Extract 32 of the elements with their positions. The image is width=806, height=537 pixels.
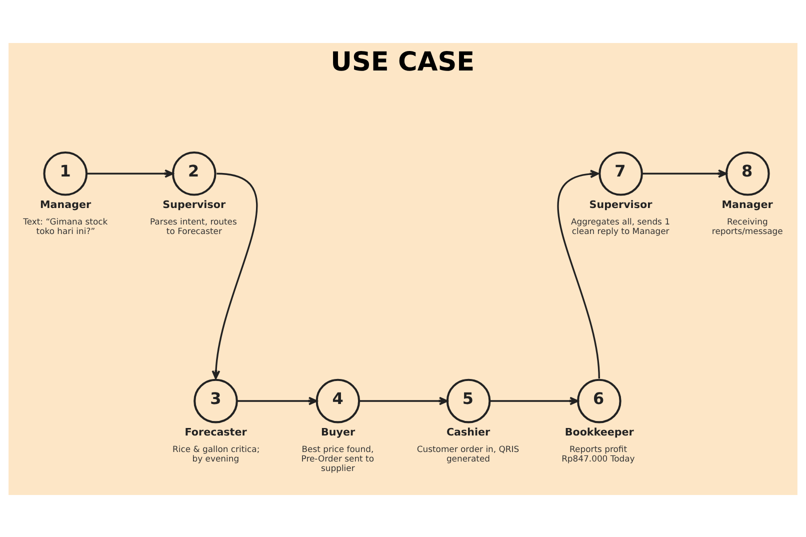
- node-label: Forecaster: [184, 426, 247, 438]
- node-label: Supervisor: [589, 198, 652, 211]
- node-label: Reports profit Rp847.000 Today: [562, 443, 635, 463]
- node-circle: 1: [43, 150, 88, 196]
- node-label: Buyer: [321, 426, 356, 438]
- node-label: Text: “Gimana stock toko hari ini?”: [23, 216, 108, 236]
- node-label: Supervisor: [162, 198, 226, 211]
- arrow: [557, 169, 600, 378]
- node-label: Bookkeeper: [564, 426, 634, 438]
- node-circle: 6: [576, 378, 622, 423]
- arrow: [212, 172, 258, 379]
- node-label: Cashier: [446, 426, 490, 438]
- node-circle: 3: [194, 378, 238, 423]
- diagram-title: USE CASE: [330, 47, 475, 78]
- node-circle: 2: [172, 150, 216, 196]
- node-label: Manager: [722, 198, 773, 211]
- node-circle: 8: [725, 150, 770, 196]
- node-label: Rice & gallon critica; by evening: [172, 443, 260, 463]
- arrow: [237, 396, 318, 405]
- arrow: [642, 168, 728, 178]
- arrow: [86, 168, 174, 178]
- node-label: Receiving reports/message: [712, 216, 783, 236]
- node-circle: 4: [316, 378, 360, 423]
- node-label: Best price found, Pre-Order sent to supplier: [301, 443, 374, 472]
- arrow: [359, 396, 448, 405]
- arrow: [490, 396, 579, 405]
- node-label: Manager: [40, 198, 92, 211]
- node-circle: 5: [446, 378, 491, 423]
- node-circle: 7: [598, 150, 643, 196]
- node-label: Parses intent, routes to Forecaster: [150, 216, 237, 236]
- node-label: Customer order in, QRIS generated: [416, 443, 520, 463]
- node-label: Aggregates all, sends 1 clean reply to Manager: [570, 216, 670, 236]
